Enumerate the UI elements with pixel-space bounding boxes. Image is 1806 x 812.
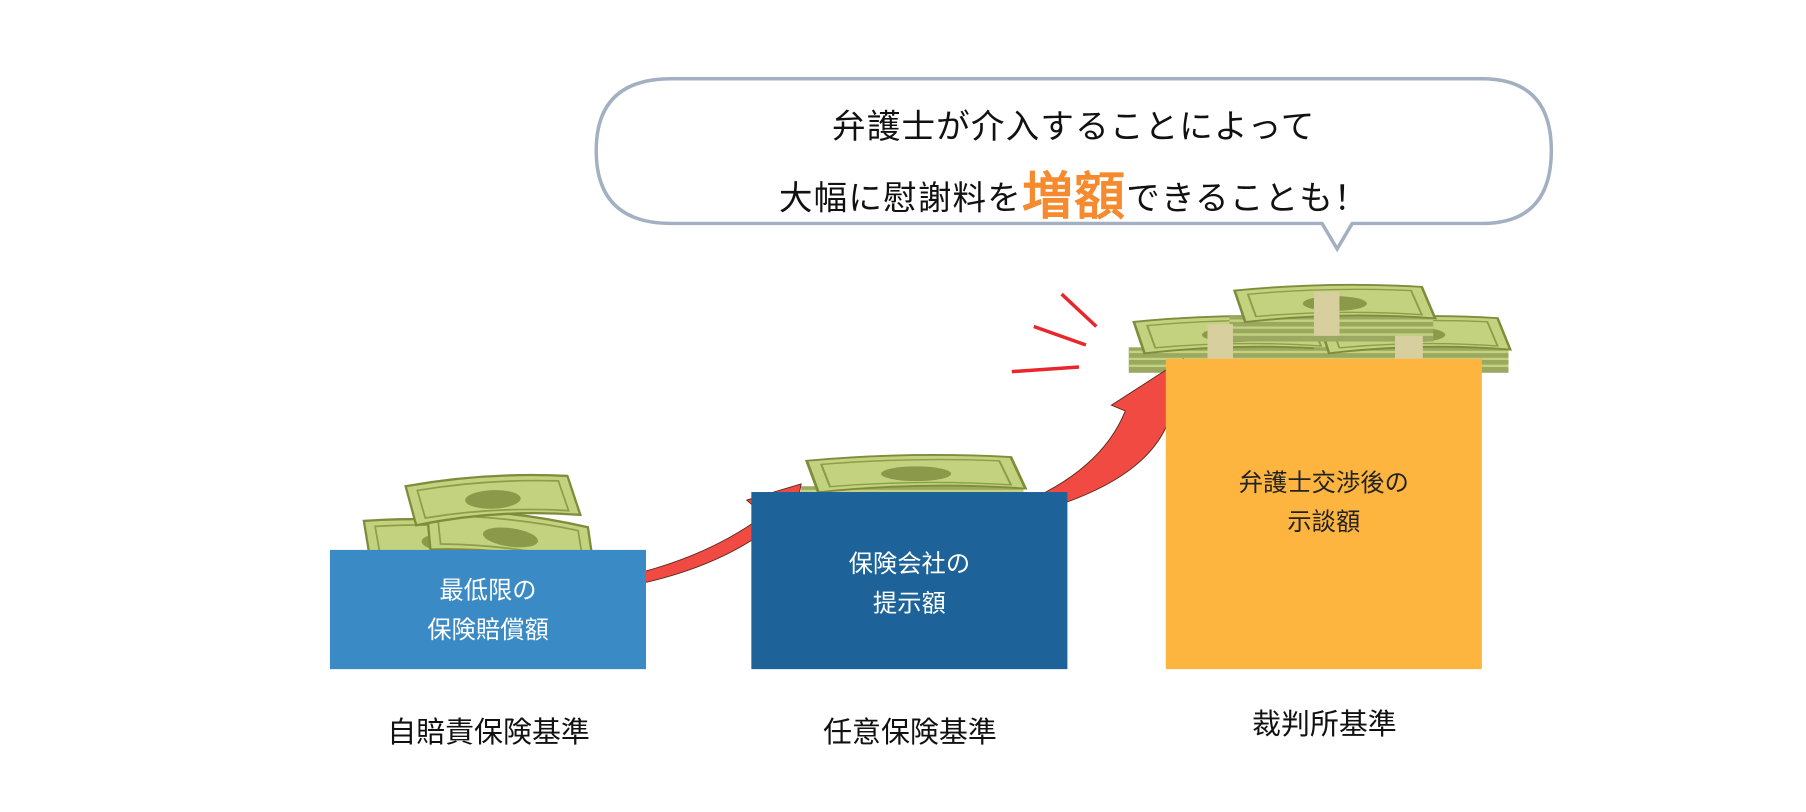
box-line-2: 提示額 (872, 589, 946, 618)
step-box-jibaiseki: 最低限の 保険賠償額 (329, 549, 646, 670)
step-label-3: 裁判所基準 (1252, 707, 1397, 741)
box-line-1: 最低限の (439, 575, 537, 604)
bubble-line-2: 大幅に慰謝料を増額できることも！ (596, 155, 1551, 229)
box-line-1: 弁護士交渉後の (1238, 468, 1409, 497)
step-box-saibansho: 弁護士交渉後の 示談額 (1165, 358, 1482, 670)
bubble-suffix: できることも！ (1126, 178, 1369, 218)
speech-bubble (594, 76, 1554, 253)
emphasis-lines-icon (1011, 292, 1098, 374)
step-label-1: 自賠責保険基準 (387, 715, 590, 750)
highlight-text: 増額 (1022, 167, 1127, 227)
step-label-2: 任意保険基準 (823, 715, 997, 750)
box-line-2: 保険賠償額 (427, 615, 549, 644)
money-stacks-large (1129, 285, 1511, 373)
box-line-1: 保険会社の (848, 549, 971, 578)
box-line-2: 示談額 (1287, 508, 1361, 537)
bubble-line-1: 弁護士が介入することによって (831, 106, 1316, 146)
bubble-prefix: 大幅に慰謝料を (778, 178, 1023, 218)
step-box-nini: 保険会社の 提示額 (751, 492, 1068, 670)
